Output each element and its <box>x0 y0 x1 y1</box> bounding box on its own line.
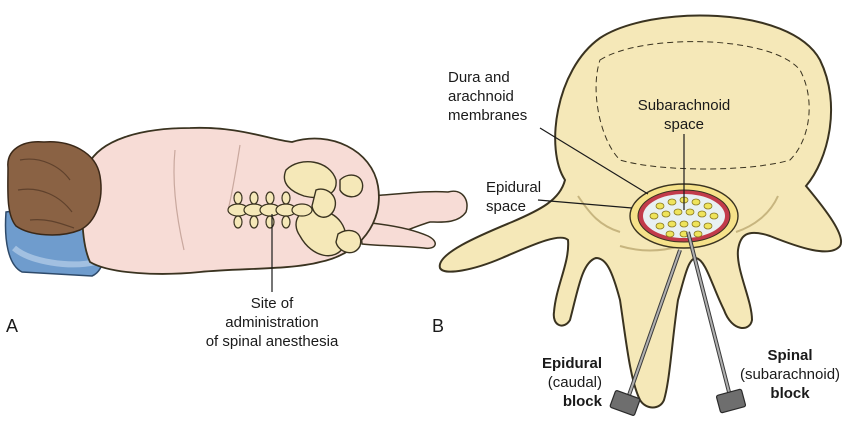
site-label-line1: Site of <box>251 295 294 312</box>
patient-head <box>7 141 102 236</box>
dura-leader-line <box>539 127 649 195</box>
pelvis-bones <box>283 161 364 257</box>
subarachnoid-label-line2: space <box>664 116 704 133</box>
dura-label-line1: Dura and <box>448 69 510 86</box>
vertebra-illustration <box>438 14 843 416</box>
panel-a-letter: A <box>6 316 18 336</box>
spinal-block-label-line1: Spinal <box>767 347 812 364</box>
vertebral-body-inner <box>595 41 810 170</box>
epidural-needle <box>609 249 682 416</box>
lumbar-spine <box>227 191 313 229</box>
site-label-line2: administration <box>225 314 318 331</box>
patient-illustration <box>4 126 468 292</box>
epidural-block-label-line1: Epidural <box>542 355 602 372</box>
dura-label-line2: arachnoid <box>448 88 514 105</box>
site-label-line3: of spinal anesthesia <box>206 333 339 350</box>
spinal-needle <box>686 231 747 414</box>
subarachnoid-label-line1: Subarachnoid <box>638 97 731 114</box>
spinal-block-label-line2: (subarachnoid) <box>740 366 840 383</box>
panel-b-letter: B <box>432 316 444 336</box>
epidural-space-label-line1: Epidural <box>486 179 541 196</box>
epidural-space-leader-line <box>537 199 633 209</box>
epidural-block-label-line3: block <box>563 393 603 410</box>
epidural-space-label-line2: space <box>486 198 526 215</box>
epidural-block-label-line2: (caudal) <box>548 374 602 391</box>
dura-label-line3: membranes <box>448 107 527 124</box>
spinal-block-label-line3: block <box>770 385 810 402</box>
nerve-roots <box>649 196 719 238</box>
